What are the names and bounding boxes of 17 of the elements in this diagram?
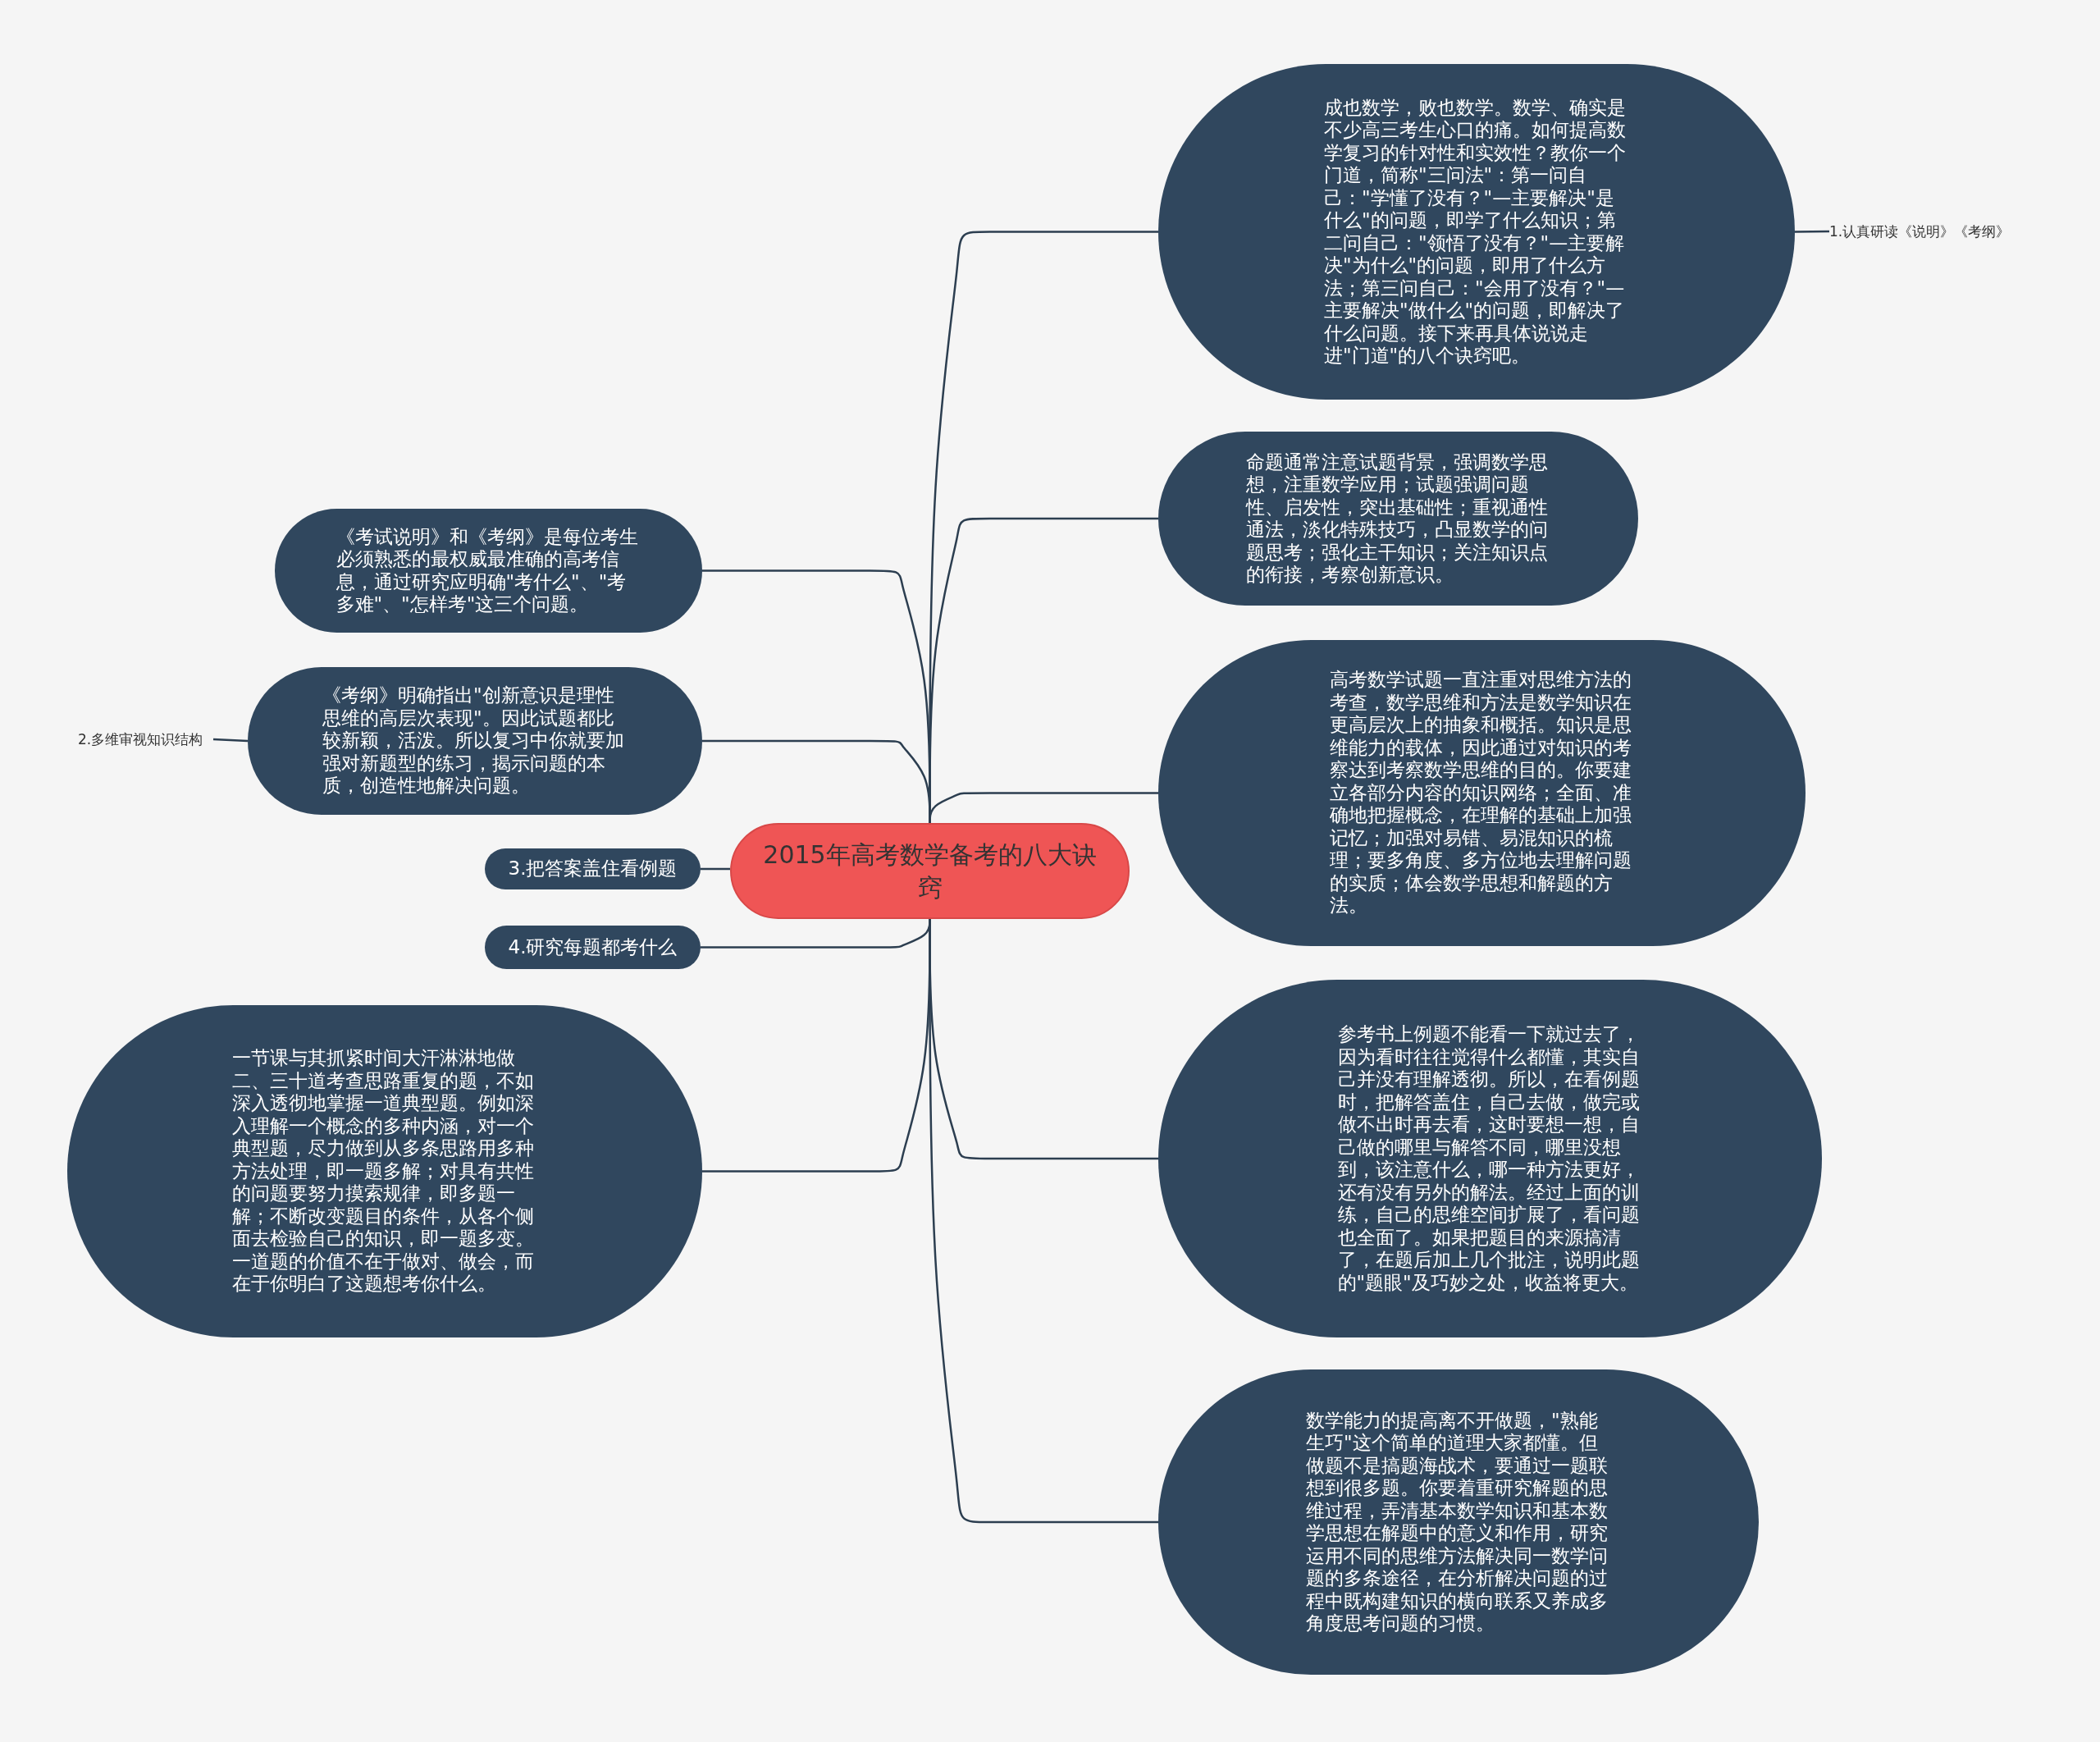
connector-line	[702, 739, 931, 823]
topic-text: 高考数学试题一直注重对思维方法的考查，数学思维和方法是数学知识在更高层次上的抽象和概括。知识是思维能力的载体，因此通过对知识的考察达到考察数学思维的目的。你要建立各部分内容的知识网络；全面、准确地把握概念，在理解的基础上加强记忆；加强对易错、易混知识的梳理；要多角度、多方位地去理解问题的实质；体会数学思想和解题的方法。	[1329, 669, 1632, 917]
topic-text: 《考纲》明确指出"创新意识是理性思维的高层次表现"。因此试题都比较新颖，活泼。所以复习中你就要加强对新题型的练习，揭示问题的本质，创造性地解决问题。	[322, 684, 625, 798]
branch-label: 1.认真研读《说明》《考纲》	[1829, 218, 2075, 245]
topic-text: 成也数学，败也数学。数学、确实是不少高三考生心口的痛。如何提高数学复习的针对性和实效性？教你一个门道，简称"三问法"：第一问自己："学懂了没有？"—主要解决"是什么"的问题，即学了什么知识；第二问自己："领悟了没有？"—主要解决"为什么"的问题，即用了什么方法；第三问自己："会用了没有？"—主要解决"做什么"的问题，即解决了什么问题。接下来再具体说说走进"门道"的八个诀窍吧。	[1324, 96, 1627, 368]
connector-line	[212, 738, 249, 743]
topic-text: 数学能力的提高离不开做题，"熟能生巧"这个简单的道理大家都懂。但做题不是搞题海战术，要通过一题联想到很多题。你要着重研究解题的思维过程，弄清基本数学知识和基本数学思想在解题中的意义和作用，研究运用不同的思维方法解决同一数学问题的多条途径，在分析解决问题的过程中既构建知识的横向联系又养成多角度思考问题的习惯。	[1306, 1409, 1609, 1635]
connector-line	[701, 867, 730, 871]
topic-text: 《考试说明》和《考纲》是每位考生必须熟悉的最权威最准确的高考信息，通过研究应明确"考什么"、"考多难"、"怎样考"这三个问题。	[336, 525, 639, 616]
topic-text: 参考书上例题不能看一下就过去了，因为看时往往觉得什么都懂，其实自己并没有理解透彻。所以，在看例题时，把解答盖住，自己去做，做完或做不出时再去看，这时要想一想，自己做的哪里与解答不同，哪里没想到，该注意什么，哪一种方法更好，还有没有另外的解法。经过上面的训练，自己的思维空间扩展了，看问题也全面了。如果把题目的来源搞清了，在题后加上几个批注，说明此题的"题眼"及巧妙之处，收益将更大。	[1337, 1023, 1641, 1294]
connector-line	[1795, 230, 1829, 233]
topic-text: 3.把答案盖住看例题	[508, 857, 678, 880]
topic-text: 命题通常注意试题背景，强调数学思想，注重数学应用；试题强调问题性、启发性，突出基础性；重视通性通法，淡化特殊技巧，凸显数学的问题思考；强化主干知识；关注知识点的衔接，考察创新意识。	[1245, 450, 1549, 587]
topic-text: 一节课与其抓紧时间大汗淋淋地做二、三十道考查思路重复的题，不如深入透彻地掌握一道典型题。例如深入理解一个概念的多种内涵，对一个典型题，尽力做到从多条思路用多种方法处理，即一题多解；对具有共性的问题要努力摸索规律，即多题一解；不断改变题目的条件，从各个侧面去检验自己的知识，即一题多变。一道题的价值不在于做对、做会，而在于你明白了这题想考你什么。	[232, 1047, 535, 1296]
branch-label: 2.多维审视知识结构	[78, 726, 213, 752]
topic-text: 4.研究每题都考什么	[508, 935, 678, 959]
central-topic-text: 2015年高考数学备考的八大诀窍	[762, 839, 1098, 903]
